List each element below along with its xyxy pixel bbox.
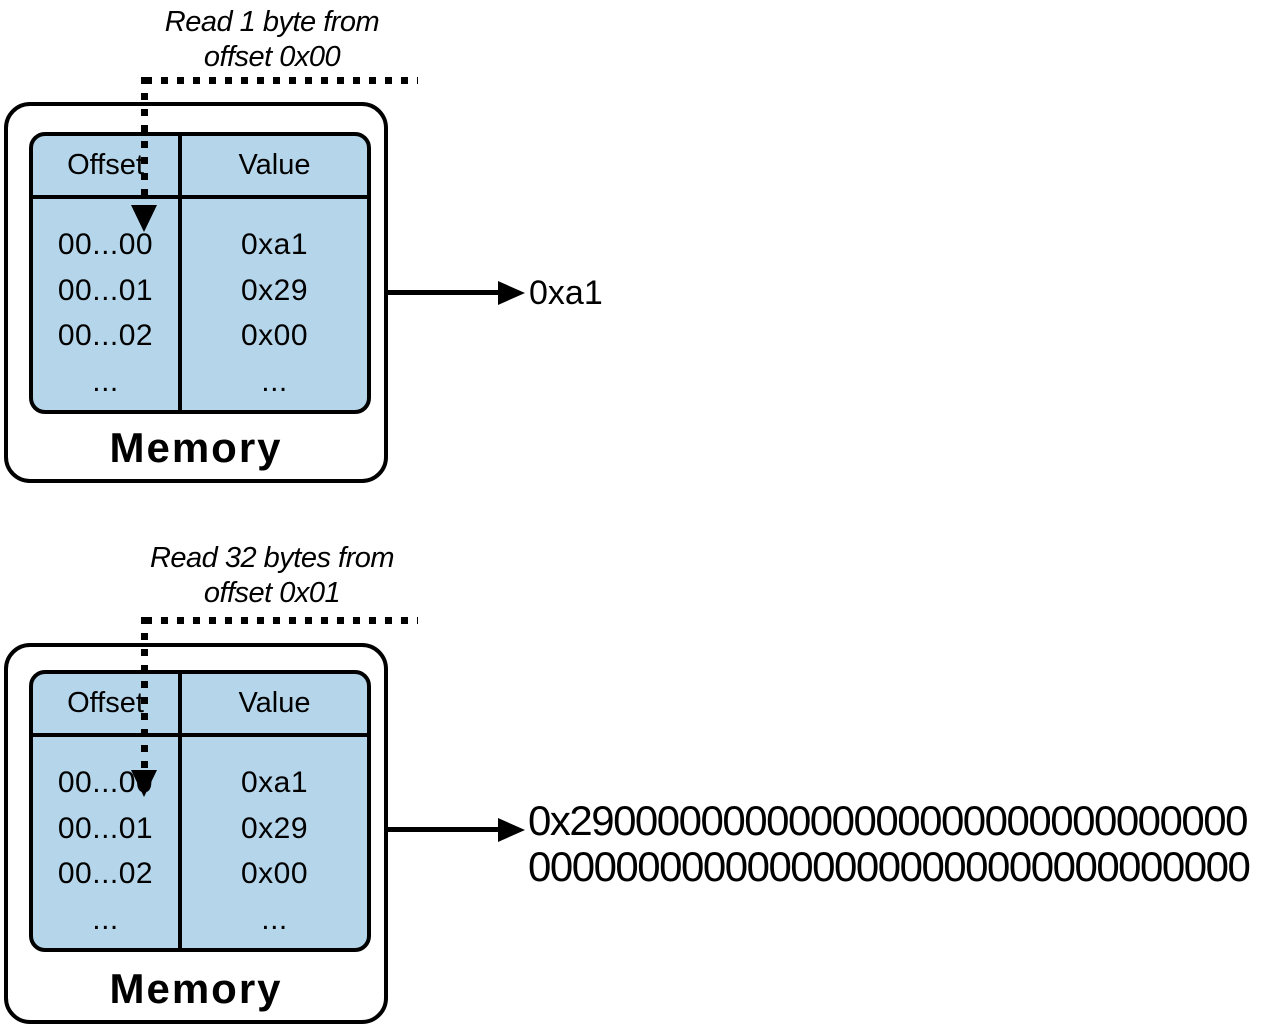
memory-table: Offset Value 00...00 00...01 00...02 ...… (29, 670, 371, 952)
dotted-connector-vertical (141, 617, 148, 771)
header-divider (33, 195, 367, 199)
memory-box-label: Memory (109, 424, 283, 471)
dotted-connector-horizontal (145, 617, 418, 624)
value-cell: 0x00 (240, 319, 309, 352)
offset-cells: 00...00 00...01 00...02 ... (33, 222, 178, 404)
value-cell: 0x29 (240, 273, 309, 307)
offset-column-header: Offset (67, 687, 144, 719)
value-column-header: Value (238, 149, 311, 181)
caption-line-2: offset 0x00 (203, 41, 341, 73)
column-divider (178, 136, 182, 410)
offset-cell: ... (92, 902, 119, 936)
value-cell: 0xa1 (240, 766, 309, 799)
offset-cell: 00...02 (57, 857, 154, 890)
value-cells: 0xa1 0x29 0x00 ... (182, 760, 367, 942)
column-divider (178, 674, 182, 948)
arrow-down-icon (131, 205, 157, 232)
offset-cell: 00...01 (57, 273, 154, 307)
header-divider (33, 733, 367, 737)
read-1-byte-result: 0xa1 (529, 274, 603, 312)
result-line-1: 0x2900000000000000000000000000000 (528, 797, 1248, 844)
caption-line-1: Read 32 bytes from (149, 542, 395, 574)
read-32-bytes-caption: Read 32 bytes from offset 0x01 (120, 541, 424, 611)
offset-cells: 00...00 00...01 00...02 ... (33, 760, 178, 942)
offset-cell: 00...01 (57, 811, 154, 845)
result-arrow-shaft (388, 290, 500, 295)
memory-box-label: Memory (109, 965, 283, 1012)
arrow-right-icon (498, 818, 525, 842)
read-1-byte-caption: Read 1 byte from offset 0x00 (120, 5, 424, 75)
result-line-2: 000000000000000000000000000000000 (528, 843, 1251, 890)
offset-cell: 00...02 (57, 319, 154, 352)
read-32-bytes-result: 0x2900000000000000000000000000000 000000… (528, 797, 1251, 890)
dotted-connector-vertical (141, 77, 148, 206)
memory-table: Offset Value 00...00 00...01 00...02 ...… (29, 132, 371, 414)
dotted-connector-horizontal (145, 77, 418, 84)
value-cell: 0x29 (240, 811, 309, 845)
value-cell: 0xa1 (240, 228, 309, 261)
offset-cell: ... (92, 364, 119, 398)
value-cell: ... (261, 364, 288, 398)
offset-column-header: Offset (67, 149, 144, 181)
arrow-down-icon (131, 770, 157, 797)
offset-cell: 00...00 (57, 228, 154, 261)
value-cell: 0x00 (240, 857, 309, 890)
arrow-right-icon (498, 281, 525, 305)
value-cells: 0xa1 0x29 0x00 ... (182, 222, 367, 404)
memory-box: Offset Value 00...00 00...01 00...02 ...… (4, 643, 388, 1024)
result-arrow-shaft (388, 827, 500, 832)
value-column-header: Value (238, 687, 311, 719)
caption-line-2: offset 0x01 (203, 577, 341, 609)
value-cell: ... (261, 902, 288, 936)
memory-box: Offset Value 00...00 00...01 00...02 ...… (4, 102, 388, 483)
caption-line-1: Read 1 byte from (164, 6, 380, 38)
